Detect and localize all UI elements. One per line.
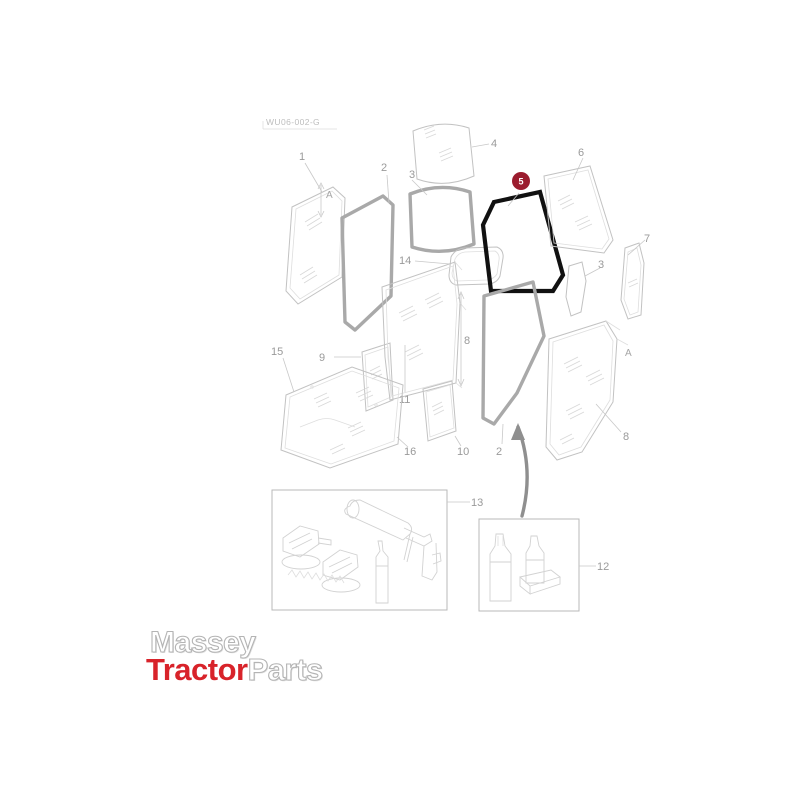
part-small-side-glass-lead: 11: [399, 345, 410, 406]
part-code-text: WU06-002-G: [266, 117, 320, 127]
callout-3-upper: 3: [409, 169, 415, 181]
part-lower-corner-glass: 10: [422, 380, 469, 458]
callout-13: 13: [471, 497, 483, 509]
highlight-badge-number: 5: [518, 177, 523, 187]
callout-2-left: 2: [381, 162, 387, 174]
callout-11: 9: [319, 352, 325, 364]
part-rear-vent-glass: 14: [399, 246, 504, 286]
part-code-label: WU06-002-G: [262, 117, 337, 130]
dimension-a-right-group: A: [625, 348, 632, 359]
part-right-door-seal: 2: [481, 280, 546, 458]
highlight-badge-5: [512, 172, 530, 190]
part-right-rear-quarter-glass: 6: [543, 147, 614, 254]
part-rear-pillar-seal: 3: [565, 259, 604, 317]
dimension-a-right: A: [625, 348, 632, 359]
part-upper-windscreen-glass: 3: [408, 169, 476, 254]
callout-2-right: 2: [496, 446, 502, 458]
dimension-a-left-group: A: [317, 182, 333, 218]
callout-10: 11: [399, 394, 410, 406]
part-left-door-seal: 2: [340, 162, 395, 332]
part-side-pillar-trim: 7: [620, 233, 650, 320]
inset-box-fitting-tool-kit: 13: [271, 489, 483, 611]
callout-9: 10: [457, 446, 469, 458]
part-right-door-glass: 8: [545, 320, 629, 461]
dimension-a-left: A: [326, 190, 333, 201]
part-left-door-glass: 1: [285, 151, 346, 305]
part-rear-window-seal-highlighted: 5: [480, 172, 566, 294]
callout-8-right-door: 8: [623, 431, 629, 443]
callout-1: 1: [299, 151, 305, 163]
part-rear-screen-glass: 15 16: [271, 346, 416, 469]
part-roof-panel-glass: 4: [412, 123, 497, 184]
inset-box-adhesive-kit: 12: [478, 518, 609, 612]
part-centre-glass: [381, 261, 467, 401]
callout-3-right: 3: [598, 259, 604, 271]
assembly-direction-arrow: [511, 423, 529, 518]
callout-8-dimension: 8: [464, 335, 470, 347]
callout-16: 16: [404, 446, 416, 458]
callout-4: 4: [491, 138, 497, 150]
callout-12: 12: [597, 561, 609, 573]
part-small-vent-glass: 9: [319, 342, 394, 412]
callout-14: 14: [399, 255, 411, 267]
callout-7: 7: [644, 233, 650, 245]
callout-6: 6: [578, 147, 584, 159]
dimension-8-group: 8: [457, 290, 470, 388]
callout-15: 15: [271, 346, 283, 358]
